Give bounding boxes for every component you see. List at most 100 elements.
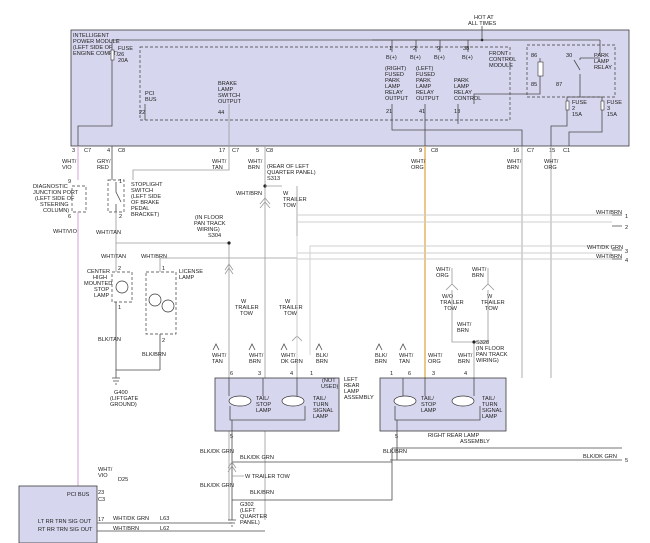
b-pin-2: 2 (413, 46, 416, 52)
wire-wht-tan-1: WHT/ (212, 159, 227, 165)
fuse2-1: FUSE (572, 100, 587, 106)
chmsl-4: STOP (94, 287, 109, 293)
left-rear-lamp-assembly: 6 3 4 1 5 (NOT USED) LEFT REAR LAMP ASSE… (214, 371, 374, 440)
chmsl-2: HIGH (93, 275, 107, 281)
wire-labels-mid: WHT/ ORG WHT/ BRN W/O TRAILER TOW W TRAI… (436, 267, 505, 334)
wire-labels-top: WHT/ VIO GRY/ RED WHT/ TAN WHT/ BRN WHT/… (62, 159, 559, 171)
djp-pin-9: 9 (68, 179, 71, 185)
lic-2: LAMP (179, 275, 195, 281)
rr-pin-3: 3 (432, 371, 435, 377)
lr-nu-2: USED) (321, 384, 339, 390)
lr-pin-5: 5 (230, 434, 233, 440)
s304-3: WIRING) (197, 227, 220, 233)
relay-86: 86 (531, 53, 537, 59)
b-pin-1: 1 (389, 46, 392, 52)
lr-tt-3: SIGNAL (313, 408, 334, 414)
ground-wire-labels: BLK/DK GRN BLK/BRN BLK/DK GRN W TRAILER … (200, 449, 407, 496)
fcm-2: CONTROL (489, 57, 516, 63)
lr-6: OUTPUT (416, 96, 440, 102)
wttr-2: TRAILER (481, 300, 505, 306)
b-pin-38: 38 (463, 46, 469, 52)
pc-1: PARK (454, 78, 469, 84)
sls-6: BRACKET) (131, 212, 159, 218)
fuse-2: FUSE 2 15A (565, 100, 587, 118)
c7-16-conn: C7 (527, 148, 534, 154)
bus-2-num: 2 (625, 225, 628, 231)
ttm-3: TOW (284, 311, 298, 317)
wbm2-2: BRN (457, 328, 469, 334)
hot-line-1: HOT AT (474, 15, 494, 21)
rr-tt-2: TURN (482, 402, 498, 408)
lic-1: LICENSE (179, 269, 203, 275)
license-lamp: 1 2 LICENSE LAMP (145, 266, 203, 344)
c7-17-pin: 17 (219, 148, 225, 154)
rr-ts-1: TAIL/ (421, 396, 434, 402)
wht-brn-s313: WHT/BRN (236, 191, 262, 197)
gw-5: BLK/DK GRN (200, 483, 234, 489)
c8-5-conn: C8 (266, 148, 273, 154)
b-plus-2: B(+) (410, 55, 421, 61)
s313-3: S313 (267, 176, 280, 182)
pc-3: RELAY (454, 90, 472, 96)
c1-15-conn: C1 (563, 148, 570, 154)
wttr-3: TOW (485, 306, 499, 312)
rr-ts-2: STOP (421, 402, 436, 408)
ipm-line-3: (LEFT SIDE OF (73, 45, 113, 51)
pin-22: 22 (139, 110, 145, 116)
ground-g400: G400 (LIFTGATE GROUND) (110, 377, 138, 408)
chmsl-1: CENTER (87, 269, 110, 275)
lrw-3a: WHT/ (281, 353, 296, 359)
wire-wht-brn-1: WHT/ (248, 159, 263, 165)
gw-3: BLK/DK GRN (240, 455, 274, 461)
bm-row1-wire: WHT/DK GRN (113, 516, 149, 522)
wire-wht-org-2: ORG (411, 165, 424, 171)
bm-row1-pin: 17 (98, 517, 104, 523)
rr-pin-4: 4 (464, 371, 467, 377)
rr-tt-1: TAIL/ (482, 396, 495, 402)
g302-1: G302 (240, 502, 254, 508)
c8-9-pin: 9 (419, 148, 422, 154)
brake-line-1: BRAKE (218, 81, 237, 87)
wire-wht-org-1: WHT/ (411, 159, 426, 165)
wbm-2: BRN (472, 273, 484, 279)
wott-3: TOW (444, 306, 458, 312)
g400-3: GROUND) (110, 402, 137, 408)
rr-6: OUTPUT (385, 96, 409, 102)
splice-s328: S328 (IN FLOOR PAN TRACK WIRING) (472, 340, 508, 364)
gw-6: BLK/BRN (250, 490, 274, 496)
rr-label-2: ASSEMBLY (460, 439, 490, 445)
sls-4: OF BRAKE (131, 200, 160, 206)
ipm-line-1: INTELLIGENT (73, 33, 110, 39)
ipm-line-4: ENGINE COMPT) (73, 51, 118, 57)
rr-pin-6: 6 (408, 371, 411, 377)
pin-41: 41 (419, 109, 425, 115)
lr-label-2: REAR (344, 383, 360, 389)
djp-1: DIAGNOSTIC (33, 184, 68, 190)
g400-2: (LIFTGATE (110, 396, 138, 402)
bus-1-num: 1 (625, 214, 628, 220)
bwv-2: VIO (98, 473, 108, 479)
rr-2: FUSED (385, 72, 404, 78)
lrw-1b: TAN (212, 359, 223, 365)
brake-lamp-switch-output: BRAKE LAMP SWITCH OUTPUT 44 (218, 81, 242, 116)
sls-2: SWITCH (131, 188, 153, 194)
s313-1: (REAR OF LEFT (267, 164, 310, 170)
relay-87: 87 (556, 82, 562, 88)
s304-4: S304 (208, 233, 221, 239)
sls-pin-1: 1 (119, 179, 122, 185)
rr-4: LAMP (385, 84, 401, 90)
chmsl-pin-1: 1 (118, 305, 121, 311)
ttm-1: W (285, 299, 291, 305)
c8-4-pin: 4 (107, 148, 110, 154)
bwv-1: WHT/ (98, 467, 113, 473)
lr-ts-3: LAMP (256, 408, 272, 414)
right-rear-wires: BLK/ BRN WHT/ TAN WHT/ ORG WHT/ BRN (375, 353, 473, 365)
tt-u-1: W (283, 191, 289, 197)
bm-pin-23: 23 (98, 490, 104, 496)
bottom-module (18, 485, 98, 543)
diagnostic-junction-port: 9 6 DIAGNOSTIC JUNCTION PORT (LEFT SIDE … (33, 179, 87, 220)
lr-5: RELAY (416, 90, 434, 96)
ttl-1: W (241, 299, 247, 305)
right-bus-labels: WHT/BRN 1 2 WHT/DK GRN 3 WHT/BRN 4 BLK/D… (583, 210, 628, 464)
gw-1: BLK/DK GRN (200, 449, 234, 455)
